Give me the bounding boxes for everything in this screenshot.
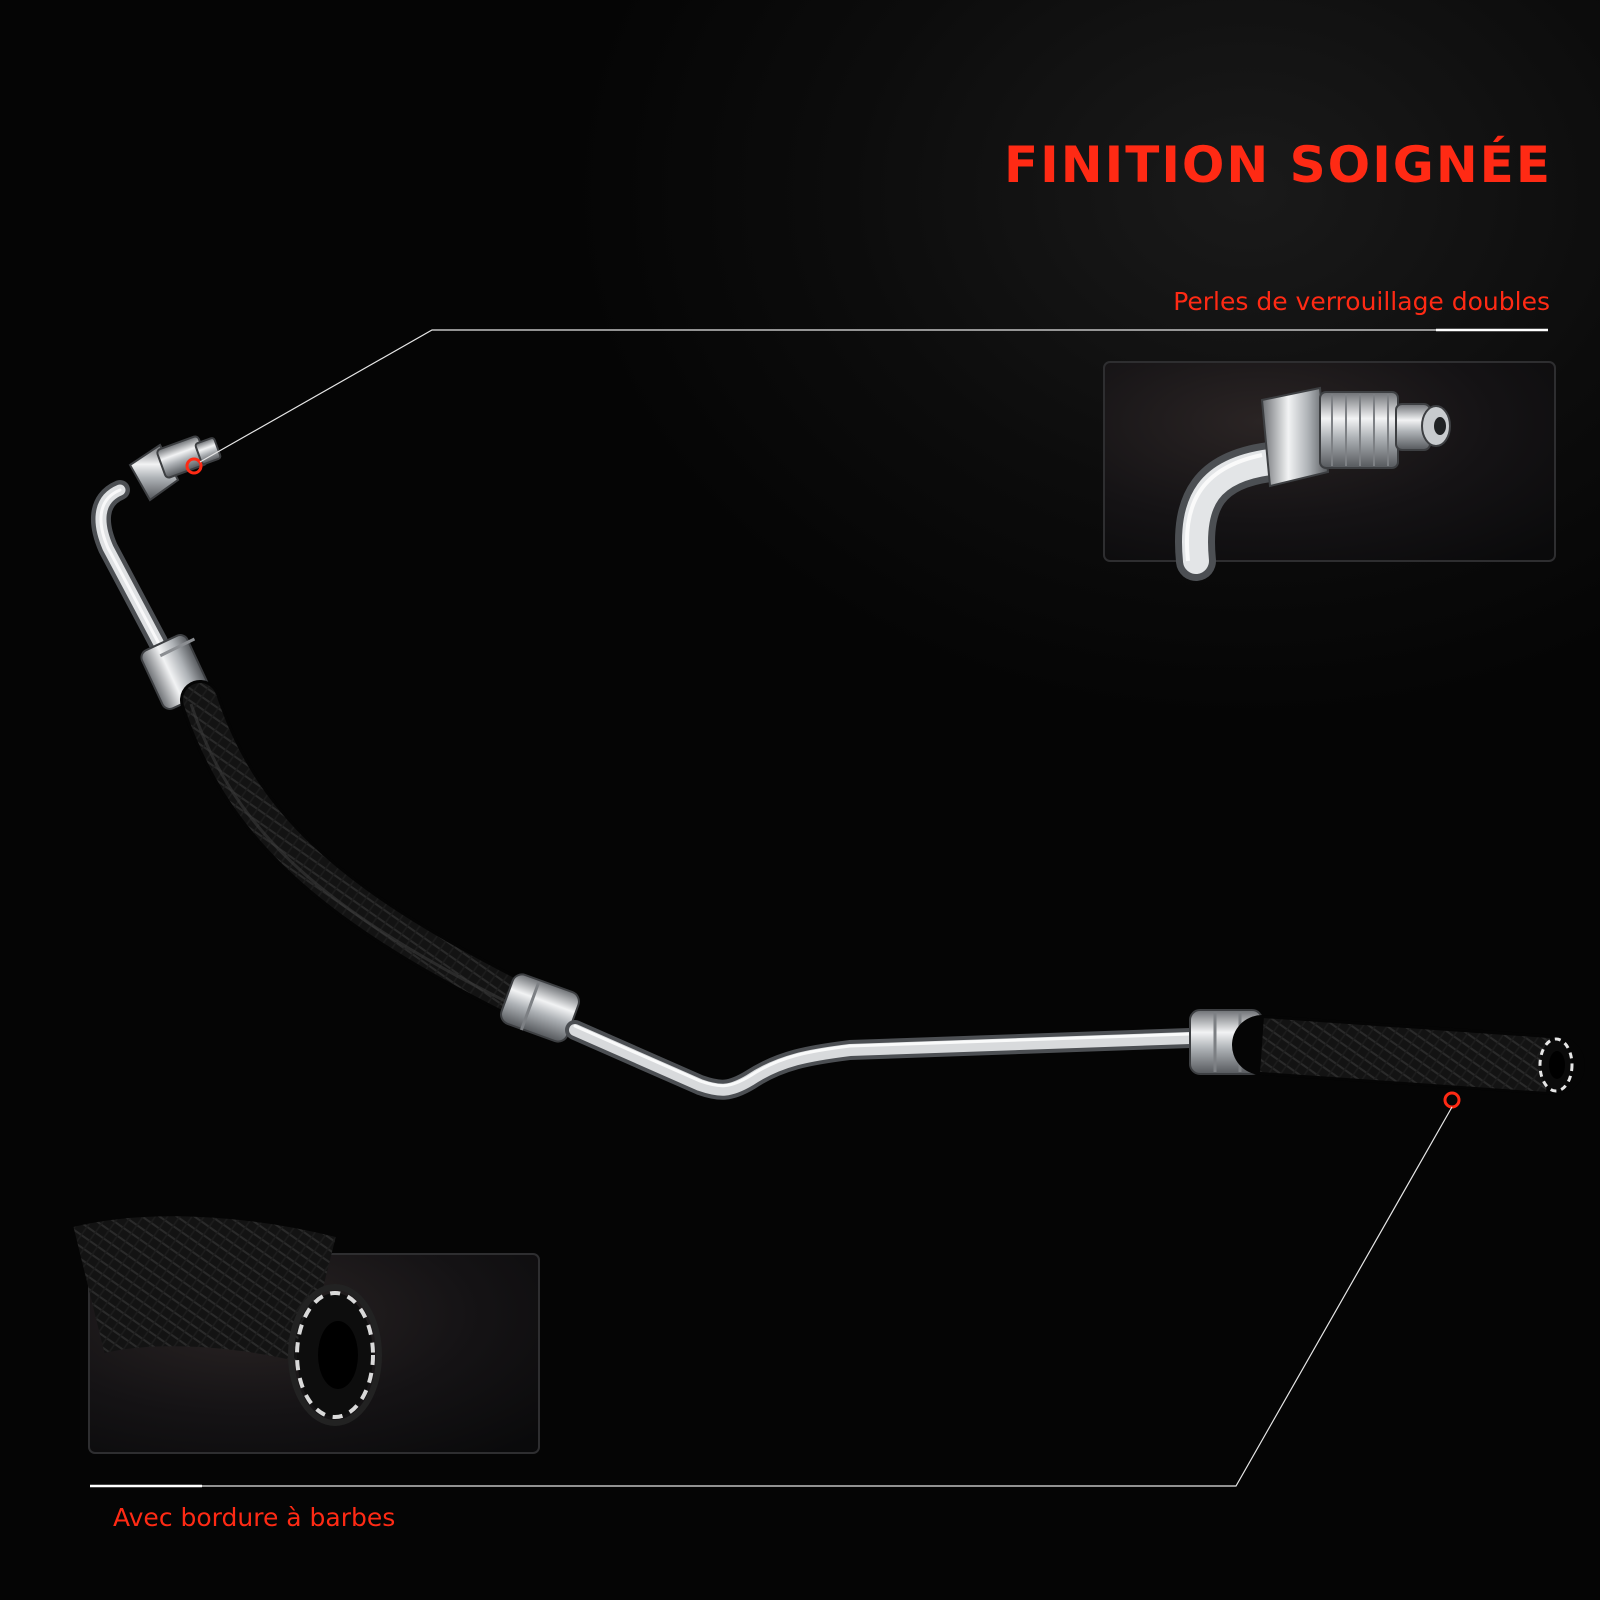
callout-leaders	[90, 328, 1548, 1488]
flare-nut-fitting	[128, 435, 222, 502]
inset-flare-nut-closeup	[1103, 361, 1556, 581]
inset-hose-end-closeup	[73, 1216, 540, 1454]
callout-label-barbed-edge: Avec bordure à barbes	[113, 1503, 396, 1532]
hose-assembly	[90, 435, 1585, 1109]
crimp-ferrule-middle	[500, 973, 580, 1043]
page-title: FINITION SOIGNÉE	[1004, 136, 1552, 194]
callout-label-double-lock-beads: Perles de verrouillage doubles	[1173, 287, 1550, 316]
